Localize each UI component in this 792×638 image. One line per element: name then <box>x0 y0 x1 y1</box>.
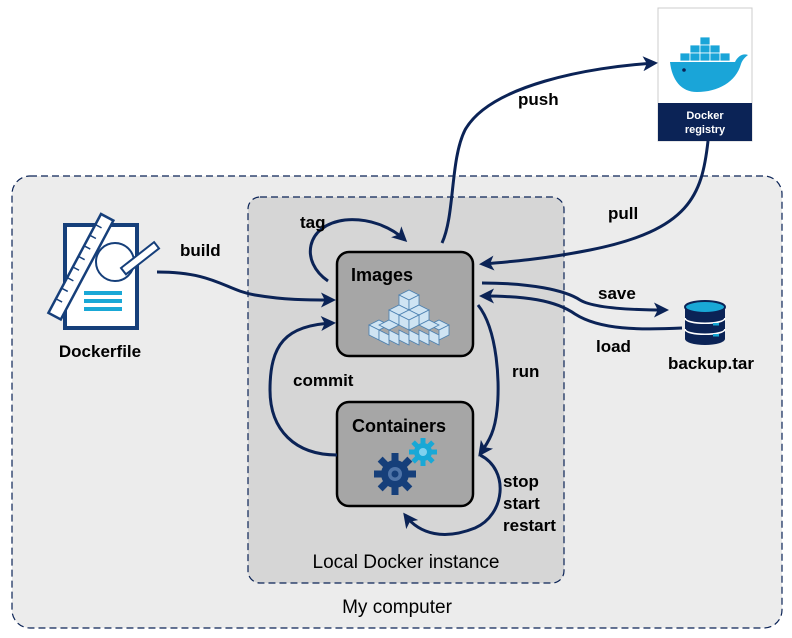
dockerfile-label: Dockerfile <box>59 342 141 361</box>
tag-arrow <box>308 218 408 283</box>
load-label: load <box>596 337 631 356</box>
images-node: Images <box>335 250 475 358</box>
whale-icon <box>670 36 748 92</box>
run-arrow <box>476 304 500 457</box>
local-docker-instance-label: Local Docker instance <box>313 552 500 573</box>
images-title: Images <box>351 265 413 285</box>
lifecycle-arrow <box>403 453 502 536</box>
push-arrow <box>440 56 658 244</box>
start-label: start <box>503 494 540 513</box>
commit-arrow <box>268 316 338 457</box>
database-icon <box>684 300 726 345</box>
pull-label: pull <box>608 204 638 223</box>
registry-label-line1: Docker <box>686 110 724 122</box>
push-label: push <box>518 90 559 109</box>
stop-label: stop <box>503 472 539 491</box>
tag-label: tag <box>300 213 326 232</box>
save-label: save <box>598 284 636 303</box>
registry-label-line2: registry <box>685 124 726 136</box>
containers-node: Containers <box>335 400 475 508</box>
build-label: build <box>180 241 221 260</box>
cubes-icon <box>368 289 450 346</box>
run-label: run <box>512 362 539 381</box>
dockerfile-icon <box>46 212 161 330</box>
load-arrow <box>479 288 683 331</box>
commit-label: commit <box>293 371 354 390</box>
save-arrow <box>481 281 669 318</box>
docker-registry-node: Docker registry <box>657 7 753 142</box>
pull-arrow <box>479 140 710 271</box>
gears-icon <box>374 438 437 495</box>
containers-title: Containers <box>352 416 446 436</box>
build-arrow <box>156 270 336 308</box>
restart-label: restart <box>503 516 556 535</box>
my-computer-label: My computer <box>342 597 452 618</box>
backup-label: backup.tar <box>668 354 754 373</box>
